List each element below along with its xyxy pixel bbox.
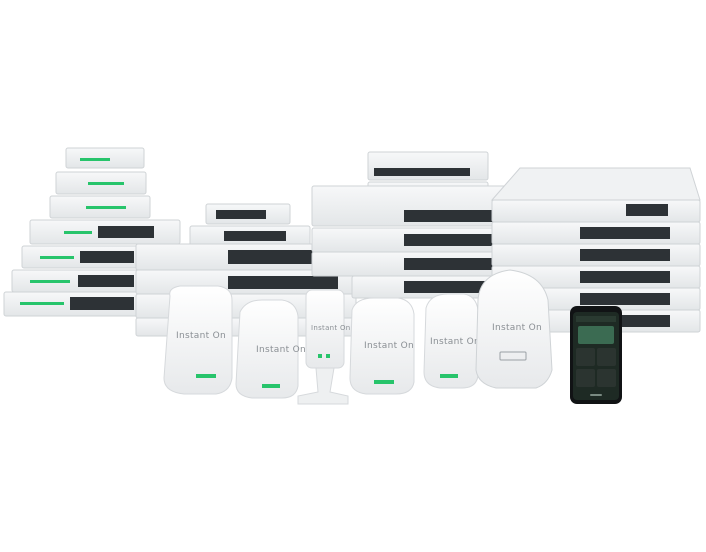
outdoor-ap-port-cover [499,351,527,361]
status-led [318,354,322,358]
switch-medium-1 [29,219,181,245]
status-led [374,380,394,384]
ap-brand-label-5: Instant On [430,337,480,347]
ap-brand-label-1: Instant On [176,331,226,341]
ap-brand-label-4: Instant On [364,341,414,351]
access-point-4: Instant On [423,293,480,389]
status-led [326,354,330,358]
access-point-outdoor: Instant On [475,269,553,389]
switch-rack-9 [491,199,701,223]
switch-stack-left [3,147,181,317]
switch-small-3 [49,195,151,219]
user-icon [576,369,595,387]
status-led [262,384,280,388]
switch-medium-4 [3,291,141,317]
wall-mount-stand [297,367,349,405]
access-point-3: Instant On [349,297,415,395]
ap-brand-label-3: Instant On [311,324,351,332]
switch-icon [597,348,616,366]
switch-rack-top-lid [490,167,701,201]
access-point-2: Instant On [235,299,306,399]
phone-banner [578,326,614,344]
switch-small-1 [65,147,145,169]
switch-small-2 [55,171,147,195]
switch-medium-3 [11,269,141,293]
ap-brand-label-2: Instant On [256,345,306,355]
switch-stack-center [311,151,509,299]
shield-icon [597,369,616,387]
status-led [196,374,216,378]
ap-brand-label-6: Instant On [492,323,542,333]
access-point-1: Instant On [163,285,233,395]
wifi-icon [576,348,595,366]
access-point-wall-mount: Instant On [297,289,351,405]
smartphone [570,306,622,404]
status-led [440,374,458,378]
switch-medium-2 [21,245,143,269]
